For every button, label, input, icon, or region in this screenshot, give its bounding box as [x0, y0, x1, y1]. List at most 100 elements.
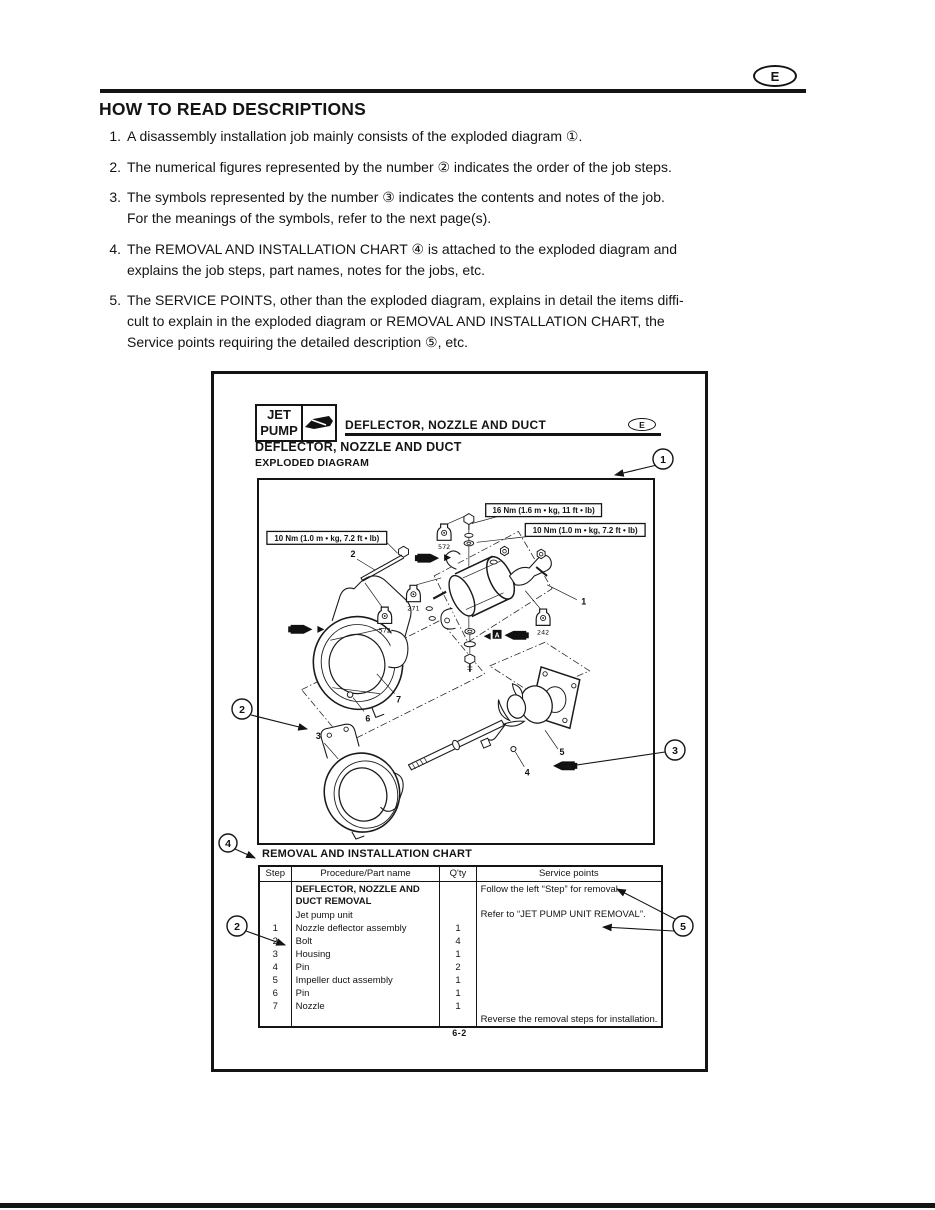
part-number-label: 3 — [316, 731, 321, 741]
nozzle-drawing — [440, 550, 577, 630]
service-note: Follow the left “Step” for removal. — [480, 884, 621, 895]
part-number-label: 2 — [351, 549, 356, 559]
exploded-diagram-svg: 572 271 572 242 A — [266, 503, 646, 840]
service-note: Refer to “JET PUMP UNIT REMOVAL”. — [480, 908, 646, 920]
list-item: 3. The symbols represented by the number… — [99, 187, 811, 229]
callout-4-circle — [218, 833, 238, 853]
bolt-part2-drawing — [356, 545, 409, 582]
service-points-cell: Follow the left “Step” for removal. Refe… — [475, 881, 663, 1027]
part-number-label: 1 — [581, 597, 586, 607]
chart-row: 7 Nozzle 1 — [258, 1001, 662, 1014]
chart-row: 3 Housing 1 — [258, 949, 662, 962]
list-item: 1. A disassembly installation job mainly… — [99, 126, 811, 147]
svg-text:10 Nm (1.0 m • kg, 7.2 ft • lb: 10 Nm (1.0 m • kg, 7.2 ft • lb) — [533, 526, 638, 535]
item-number: 2. — [109, 158, 121, 175]
grease-icon — [288, 624, 313, 634]
callout-1-circle — [652, 448, 674, 470]
arrowhead — [483, 632, 491, 640]
housing-drawing — [320, 723, 404, 840]
callout-2-circle — [231, 698, 253, 720]
grease-icon — [504, 630, 529, 640]
pin-part4 — [510, 745, 517, 753]
chart-row: Jet pump unit — [258, 910, 662, 923]
scan-bottom-edge — [0, 1203, 935, 1208]
grease-icon — [414, 553, 440, 563]
list-item: 4. The REMOVAL AND INSTALLATION CHART ④ … — [99, 239, 811, 281]
sealant-code: 572 — [438, 543, 450, 551]
duct-housing-drawing — [312, 575, 412, 718]
item-number: 1. — [109, 128, 121, 144]
callout-2: 2 — [239, 704, 245, 716]
col-qty: Q'ty — [439, 865, 477, 882]
callout-4-leader — [234, 848, 257, 859]
torque-label: 10 Nm (1.0 m • kg, 7.2 ft • lb) — [266, 530, 398, 554]
removal-installation-chart: Step Procedure/Part name Q'ty Service po… — [258, 865, 663, 1028]
callout-3-circle — [664, 739, 686, 761]
running-header-rule — [345, 433, 661, 436]
part-number-label: 5 — [559, 747, 564, 757]
callout-5: 5 — [680, 921, 686, 933]
header-rule — [100, 89, 806, 93]
part-number-label: 4 — [525, 768, 530, 778]
part-number-label: 7 — [396, 695, 401, 705]
section-subtitle: EXPLODED DIAGRAM — [255, 457, 370, 469]
section-badge-label: JET PUMP — [257, 406, 303, 440]
grease-icon — [553, 761, 578, 771]
torque-label: 10 Nm (1.0 m • kg, 7.2 ft • lb) — [476, 522, 646, 543]
svg-text:10 Nm (1.0 m • kg, 7.2 ft • lb: 10 Nm (1.0 m • kg, 7.2 ft • lb) — [274, 534, 379, 543]
callout-2b: 2 — [234, 921, 240, 933]
pin-part6 — [346, 691, 354, 698]
callout-2b-circle — [226, 915, 248, 937]
col-procedure: Procedure/Part name — [290, 865, 441, 882]
chart-row: 2 Bolt 4 — [258, 936, 662, 949]
chart-row: 5 Impeller duct assembly 1 — [258, 975, 662, 988]
col-service-points: Service points — [475, 865, 663, 882]
grease-point-a-box — [492, 629, 502, 639]
callout-1: 1 — [660, 454, 666, 466]
language-badge-small: E — [628, 418, 656, 431]
arrowhead — [444, 554, 452, 562]
item-number: 3. — [109, 189, 121, 205]
service-note: Reverse the removal steps for installati… — [480, 1013, 658, 1025]
callout-4: 4 — [225, 838, 231, 850]
sealant-icon — [436, 523, 452, 541]
sealant-icon — [405, 584, 421, 603]
sealant-code: 242 — [537, 628, 549, 636]
item-number: 5. — [109, 292, 121, 308]
chart-title: REMOVAL AND INSTALLATION CHART — [262, 848, 473, 860]
page-number: 6-2 — [452, 1028, 467, 1038]
section-panel — [488, 641, 591, 696]
sealant-icon — [535, 608, 551, 626]
section-badge: JET PUMP — [255, 404, 337, 442]
item-text: A disassembly installation job mainly co… — [127, 128, 583, 144]
item-text: The REMOVAL AND INSTALLATION CHART ④ is … — [127, 240, 677, 278]
item-text: The symbols represented by the number ③ … — [127, 189, 665, 226]
exploded-diagram-frame: 572 271 572 242 A — [257, 478, 655, 845]
grease-point-label: A — [495, 632, 500, 639]
jet-ski-icon — [305, 416, 333, 429]
svg-text:16 Nm (1.6 m • kg, 11 ft • lb): 16 Nm (1.6 m • kg, 11 ft • lb) — [492, 506, 595, 515]
chart-row: 6 Pin 1 — [258, 988, 662, 1001]
section-panel — [433, 530, 553, 643]
list-item: 5. The SERVICE POINTS, other than the ex… — [99, 290, 811, 353]
language-badge: E — [753, 65, 797, 87]
callout-1-leader — [613, 464, 658, 477]
sealant-code: 271 — [407, 605, 419, 613]
sealant-code: 572 — [379, 626, 391, 634]
part-number-label: 6 — [365, 713, 370, 723]
list-item: 2. The numerical figures represented by … — [99, 157, 811, 178]
col-step: Step — [258, 865, 292, 882]
running-header-title: DEFLECTOR, NOZZLE AND DUCT — [345, 418, 547, 432]
callout-3: 3 — [672, 745, 678, 757]
section-title: DEFLECTOR, NOZZLE AND DUCT — [255, 440, 462, 454]
chart-spacer-row — [258, 1014, 662, 1027]
page-title: HOW TO READ DESCRIPTIONS — [99, 99, 366, 119]
sample-manual-page: JET PUMP DEFLECTOR, NOZZLE AND DUCT E DE… — [211, 371, 708, 1072]
howto-list: 1. A disassembly installation job mainly… — [99, 126, 811, 363]
impeller-drawing — [480, 665, 581, 768]
item-text: The SERVICE POINTS, other than the explo… — [127, 292, 684, 350]
chart-header-row: Step Procedure/Part name Q'ty Service po… — [258, 865, 663, 882]
chart-group-row: DEFLECTOR, NOZZLE AND DUCT REMOVAL Follo… — [258, 881, 663, 1027]
torque-label: 16 Nm (1.6 m • kg, 11 ft • lb) — [471, 503, 603, 524]
